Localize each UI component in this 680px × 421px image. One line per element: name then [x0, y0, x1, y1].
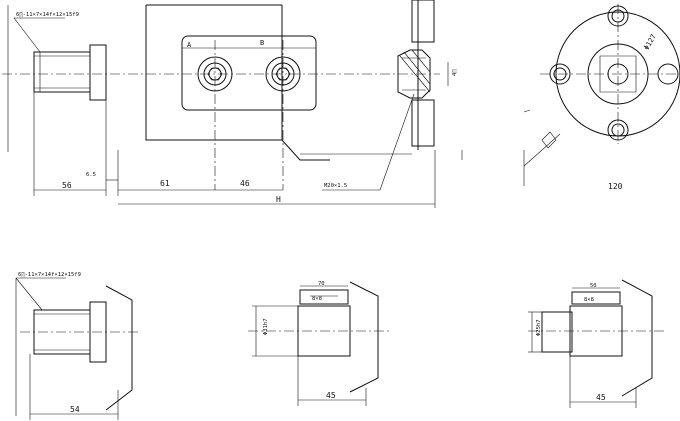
section-leader — [523, 133, 561, 167]
spline-leader — [13, 17, 41, 53]
dia-127-label: Φ127 — [643, 33, 658, 52]
bm-key-callout: 8×8 — [312, 296, 322, 302]
br-dim-top: 50 — [590, 283, 597, 289]
dim-61: 61 — [160, 179, 170, 188]
bl-flange — [105, 285, 133, 411]
bl-dim-54: 54 — [70, 405, 80, 414]
mounting-flange — [397, 0, 435, 150]
side-view: Φ127 120 — [523, 4, 680, 191]
motor-housing — [145, 4, 330, 161]
bottom-left-view: 6∏-11×7×14f×12×15f9 54 — [15, 272, 140, 420]
bottom-middle-view: 70 8×8 Φ31h7 45 — [248, 281, 390, 406]
bl-leader — [15, 277, 43, 311]
bolt-top — [607, 5, 629, 27]
side-tick-mark — [523, 109, 531, 113]
main-view: 6∏-11×7×14f×12×15f9 A B — [2, 0, 463, 208]
br-key-callout: 8×8 — [584, 297, 594, 303]
bl-spline-callout: 6∏-11×7×14f×12×15f9 — [18, 272, 81, 278]
br-key — [571, 291, 621, 305]
bottom-right-view: 50 8×8 Φ25h7 45 — [528, 279, 665, 408]
br-flange — [621, 279, 653, 397]
bm-dim-45: 45 — [326, 391, 336, 400]
br-dia-label: Φ25h7 — [536, 319, 542, 336]
bm-dia-label: Φ31h7 — [263, 318, 269, 335]
bm-key — [299, 289, 349, 305]
dim-h: H — [276, 195, 281, 204]
side-mark: 4∏ — [452, 69, 458, 76]
thread-leader — [379, 93, 415, 191]
port-a-label: A — [187, 41, 192, 49]
bm-dim-top: 70 — [318, 281, 325, 287]
port-b-label: B — [260, 39, 264, 47]
bolt-left — [549, 63, 571, 85]
bolt-bottom — [607, 119, 629, 141]
thread-callout: M20×1.5 — [324, 183, 347, 189]
input-shaft — [33, 44, 107, 101]
dim-56: 56 — [62, 181, 72, 190]
dim-6-5: 6.5 — [86, 172, 96, 178]
hub-square — [599, 55, 637, 93]
port-a-fitting — [197, 56, 233, 92]
bolt-right — [657, 63, 679, 85]
dim-46: 46 — [240, 179, 250, 188]
dim-120: 120 — [608, 182, 623, 191]
br-dim-45: 45 — [596, 393, 606, 402]
section-marker — [541, 131, 557, 149]
spline-callout: 6∏-11×7×14f×12×15f9 — [16, 12, 79, 18]
port-block — [181, 35, 317, 111]
br-pilot — [541, 311, 573, 353]
bm-flange — [349, 281, 379, 393]
